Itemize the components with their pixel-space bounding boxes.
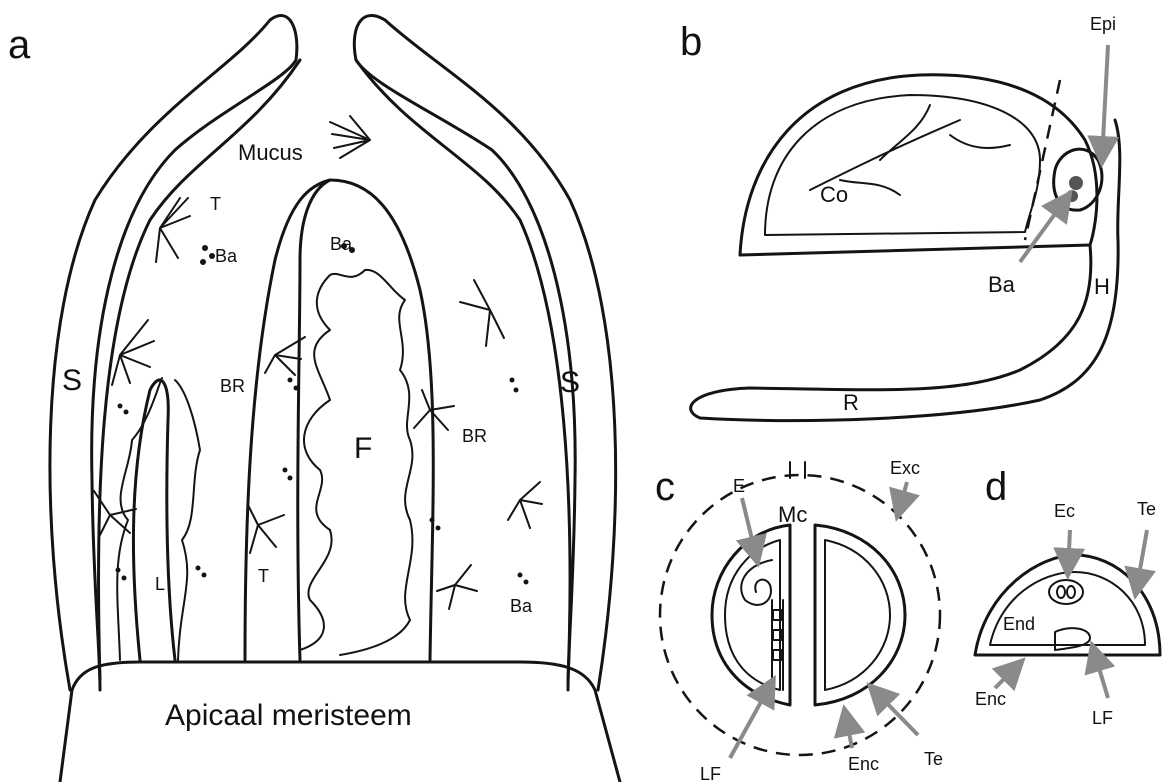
arrow-te-d xyxy=(1136,530,1147,592)
label-exc: Exc xyxy=(890,458,920,478)
label-root: R xyxy=(843,390,859,415)
panel-label-c: c xyxy=(655,465,675,509)
panel-a-drawing xyxy=(50,16,620,782)
leaf-blade-left-inner xyxy=(117,378,162,660)
label-embryo: E xyxy=(733,476,745,496)
label-ec: Ec xyxy=(1054,501,1075,521)
leaf-blade-left xyxy=(133,380,175,660)
label-bract-left: BR xyxy=(220,376,245,396)
right-half-outer xyxy=(815,525,905,705)
label-lf-d: LF xyxy=(1092,708,1113,728)
panel-label-a: a xyxy=(8,23,31,67)
label-sheath-right: S xyxy=(560,366,580,399)
panel-b-drawing xyxy=(691,75,1120,421)
panel-label-d: d xyxy=(985,465,1007,509)
arrow-enc-d xyxy=(995,663,1020,688)
label-cotyledon: Co xyxy=(820,182,848,207)
cotyledon-inner xyxy=(765,95,1040,235)
outer-sheath-right xyxy=(354,16,615,690)
label-bacteria-b: Ba xyxy=(988,272,1016,297)
leaf-fold-d xyxy=(1055,628,1090,650)
label-te-c: Te xyxy=(924,749,943,769)
label-enc-c: Enc xyxy=(848,754,879,774)
arrow-epicotyl xyxy=(1102,45,1108,160)
label-trichome-bottom: T xyxy=(258,566,269,586)
label-mucus: Mucus xyxy=(238,140,303,165)
label-apical-meristem: Apicaal meristeem xyxy=(165,699,412,732)
label-hypocotyl: H xyxy=(1094,274,1110,299)
label-sheath-left: S xyxy=(62,364,82,397)
embryo-curl xyxy=(741,560,772,605)
label-bacteria-bottom: Ba xyxy=(510,596,533,616)
leaf-blade-left-b xyxy=(175,380,200,660)
label-epicotyl: Epi xyxy=(1090,14,1116,34)
right-half-inner xyxy=(825,540,890,690)
central-bract-outline xyxy=(245,180,330,660)
label-bract-right: BR xyxy=(462,426,487,446)
panel-label-b: b xyxy=(680,20,702,64)
label-te-d: Te xyxy=(1137,499,1156,519)
arrow-ec xyxy=(1068,530,1070,572)
bacteria-dots xyxy=(116,243,529,585)
label-enc-d: Enc xyxy=(975,689,1006,709)
arrow-enc-c xyxy=(845,712,852,748)
label-mc: Mc xyxy=(778,502,807,527)
label-lf-c: LF xyxy=(700,764,721,782)
label-flower: F xyxy=(354,432,372,465)
arrow-lf-c xyxy=(730,682,772,758)
arrow-bacteria-b xyxy=(1020,196,1068,262)
label-bacteria-center: Ba xyxy=(330,234,353,254)
arrow-exc xyxy=(898,482,907,514)
label-trichome-top: T xyxy=(210,194,221,214)
arrow-te-c xyxy=(872,688,918,735)
left-half-outer xyxy=(712,525,790,705)
label-endosperm: End xyxy=(1003,614,1035,634)
label-leaf: L xyxy=(155,574,165,594)
arrow-embryo xyxy=(742,498,757,560)
label-bacteria-top: Ba xyxy=(215,246,238,266)
